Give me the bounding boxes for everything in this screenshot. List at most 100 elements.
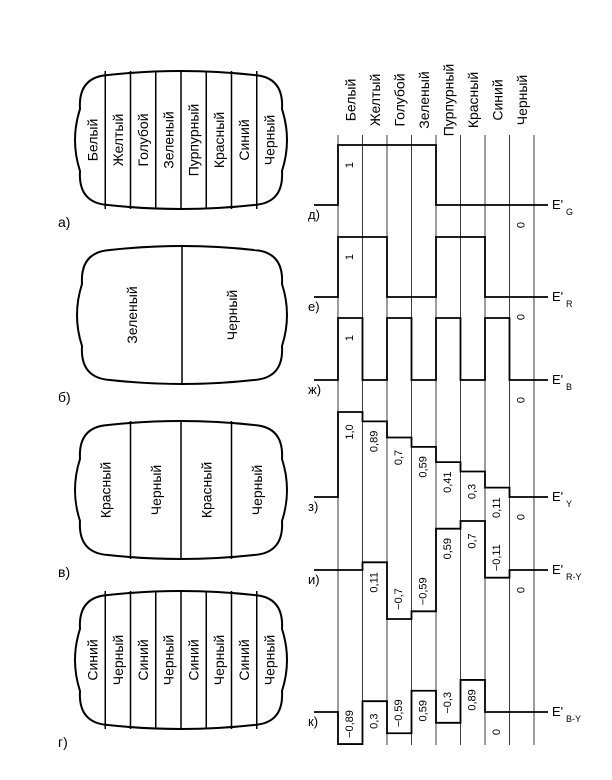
level-label: 0,59 <box>418 700 430 721</box>
waveform <box>314 411 548 498</box>
signal-name: E' <box>552 289 563 304</box>
bar-label: Черный <box>224 290 240 341</box>
level-label: 1 <box>344 162 356 168</box>
screen-b: Зеленый Черный б) <box>58 245 288 405</box>
level-label: 1 <box>344 335 356 341</box>
bar-label: Голубой <box>135 113 151 166</box>
level-label: 0,59 <box>442 538 454 559</box>
level-label: 0,3 <box>467 484 479 499</box>
screen-outline <box>74 590 288 730</box>
screen-outline <box>74 70 288 210</box>
bar-label: Синий <box>236 119 252 160</box>
level-label: 0,89 <box>467 689 479 710</box>
bar-label: Белый <box>85 119 101 162</box>
level-label: 0,11 <box>491 497 503 518</box>
signal-label: д) <box>308 207 320 222</box>
level-label: 0 <box>516 222 528 228</box>
waveform <box>314 144 548 206</box>
signal-subscript: Y <box>566 499 572 509</box>
signal-subscript: R-Y <box>566 572 582 582</box>
bar-label: Желтый <box>110 114 126 167</box>
waveform <box>314 520 548 620</box>
level-label: 0,7 <box>393 450 405 465</box>
bar-label: Красный <box>198 462 214 518</box>
waveform <box>314 236 548 298</box>
bar-label: Черный <box>211 635 227 686</box>
screen-caption: а) <box>58 214 70 230</box>
bar-label: Черный <box>261 115 277 166</box>
screen-outline <box>76 245 288 385</box>
level-label: −0,3 <box>442 692 454 714</box>
signal-name: E' <box>552 372 563 387</box>
signal-e: 10е)E'R <box>308 135 573 745</box>
signal-label: ж) <box>308 382 321 397</box>
bar-label: Синий <box>186 639 202 680</box>
signal-label: и) <box>308 572 320 587</box>
signal-name: E' <box>552 489 563 504</box>
signal-name: E' <box>552 704 563 719</box>
level-label: 0,89 <box>369 431 381 452</box>
level-label: 1 <box>344 254 356 260</box>
header-color: Красный <box>465 72 481 128</box>
waveform <box>314 679 548 745</box>
screen-caption: б) <box>58 389 71 405</box>
screen-caption: в) <box>58 564 70 580</box>
bar-label: Зеленый <box>160 111 176 168</box>
signal-label: е) <box>308 299 320 314</box>
screen-g: Синий Черный Синий Черный Синий Черный Синий Че… <box>58 590 288 750</box>
signal-subscript: R <box>566 299 573 309</box>
level-label: 0,7 <box>467 533 479 548</box>
level-label: 0,11 <box>369 572 381 593</box>
level-label: 0,3 <box>369 714 381 729</box>
bar-label: Пурпурный <box>186 104 202 177</box>
bar-label: Синий <box>236 639 252 680</box>
header-color: Белый <box>342 79 358 122</box>
level-label: −0,59 <box>418 577 430 605</box>
level-label: −0,59 <box>393 699 405 727</box>
screen-outline <box>74 420 288 560</box>
signal-name: E' <box>552 562 563 577</box>
signal-label: з) <box>308 499 318 514</box>
bar-label: Синий <box>135 639 151 680</box>
signal-label: к) <box>308 714 318 729</box>
signal-subscript: B <box>566 382 572 392</box>
signal-name: E' <box>552 197 563 212</box>
level-label: 0 <box>516 514 528 520</box>
level-label: −0,11 <box>491 544 503 571</box>
bar-label: Черный <box>110 635 126 686</box>
bar-label: Красный <box>97 462 113 518</box>
signal-subscript: B-Y <box>566 714 581 724</box>
bar-label: Синий <box>85 639 101 680</box>
bar-label: Черный <box>160 635 176 686</box>
header-color: Черный <box>514 75 530 126</box>
waveform <box>314 317 548 381</box>
header-color: Желтый <box>367 74 383 127</box>
bar-label: Черный <box>148 465 164 516</box>
color-header-row: Белый Желтый Голубой Зеленый Пурпурный Красны… <box>342 64 530 137</box>
level-label: 0 <box>491 729 503 735</box>
level-label: 0 <box>516 587 528 593</box>
header-color: Голубой <box>391 73 407 126</box>
header-color: Пурпурный <box>440 64 456 137</box>
bar-label: Красный <box>211 112 227 168</box>
signal-subscript: G <box>566 207 573 217</box>
level-label: 0 <box>516 397 528 403</box>
bar-label: Черный <box>261 635 277 686</box>
level-label: −0,89 <box>344 710 356 738</box>
bar-label: Зеленый <box>124 286 140 343</box>
level-label: −0,7 <box>393 588 405 610</box>
level-label: 0 <box>516 314 528 320</box>
screen-caption: г) <box>58 734 68 750</box>
screen-a: Белый Желтый Голубой Зеленый Пурпурный Красны… <box>58 70 288 230</box>
header-color: Зеленый <box>416 71 432 128</box>
level-label: 0,41 <box>442 471 454 492</box>
level-label: 1,0 <box>344 424 356 439</box>
header-color: Синий <box>489 79 505 120</box>
